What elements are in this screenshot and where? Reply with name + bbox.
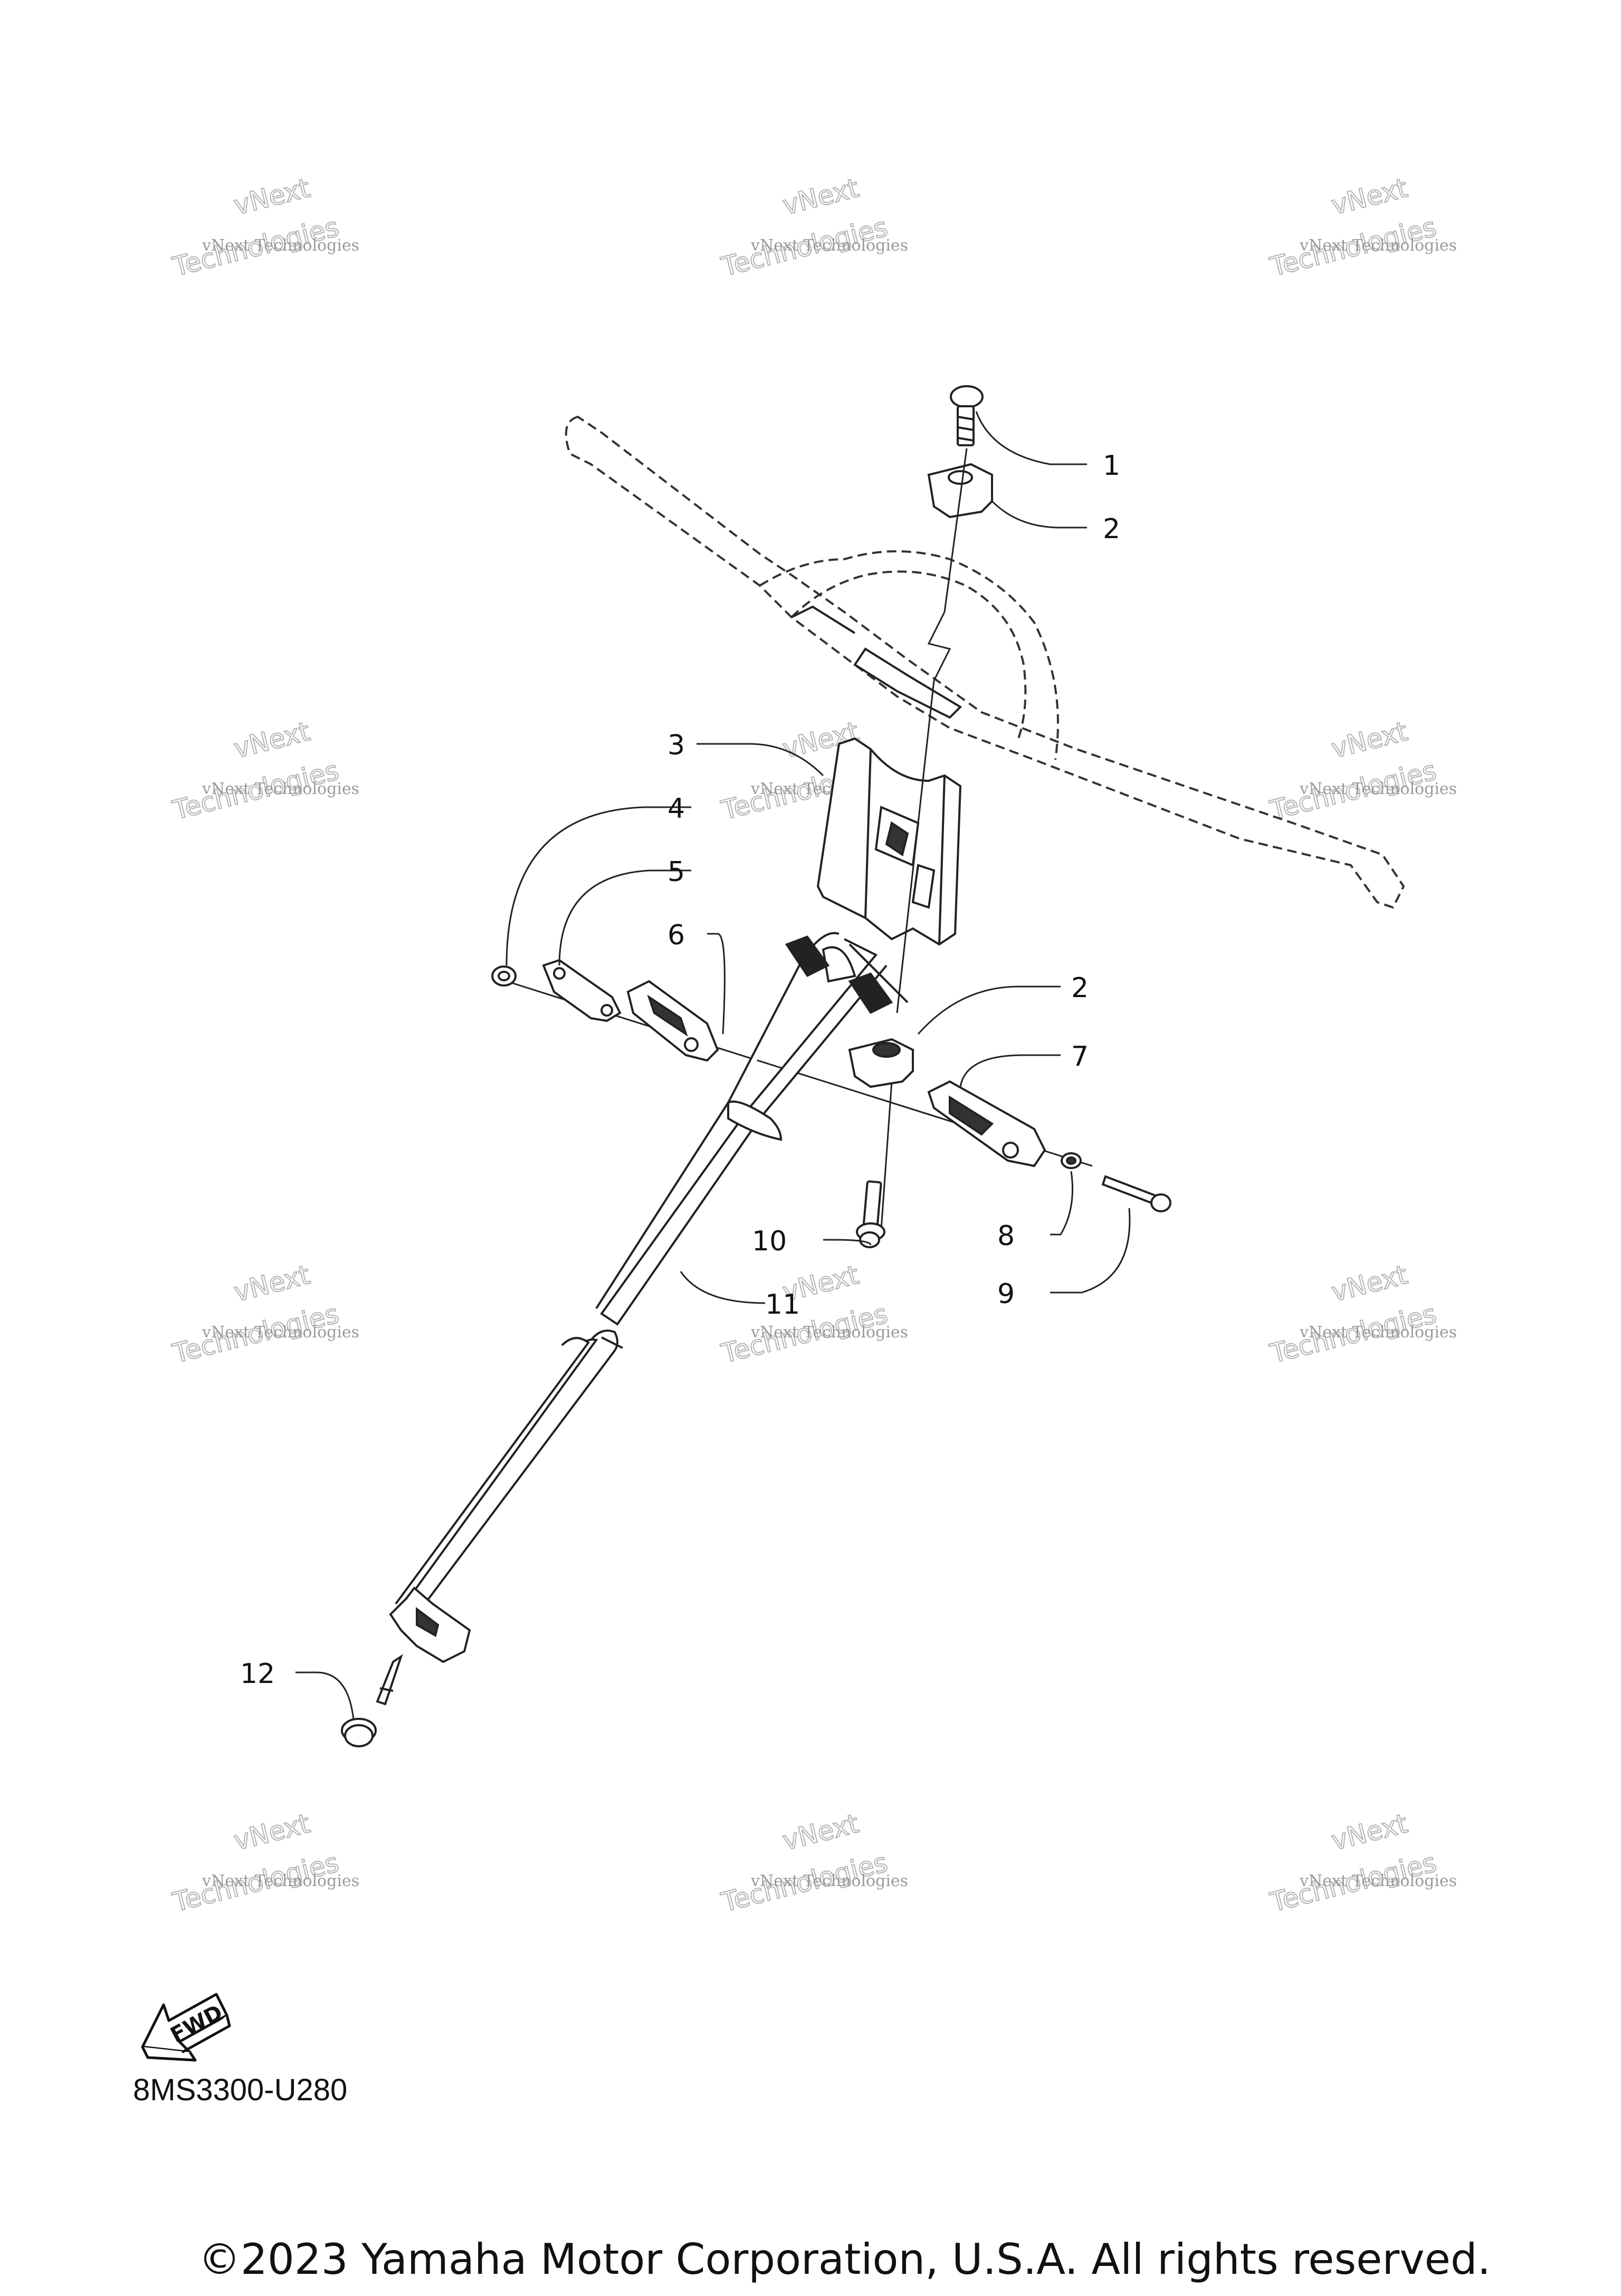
riser-block-item-3 [816, 737, 962, 946]
watermark-vnext-technologies: vNext Technologies [202, 1323, 359, 1342]
fwd-arrow-icon: FWD [141, 1993, 231, 2062]
callout-leaders [295, 411, 1131, 1720]
bolt-item-12 [341, 1654, 403, 1747]
watermark-vnext-technologies: vNext Technologies [750, 1323, 908, 1342]
callout-2-upper: 2 [1103, 513, 1120, 545]
watermark-vnext-technologies: vNext Technologies [750, 1872, 908, 1890]
watermark-vnext-technologies: vNext Technologies [202, 1872, 359, 1890]
watermark-vnext-technologies: vNext Technologies [1299, 236, 1457, 255]
steering-column-upper [595, 932, 909, 1326]
callout-11: 11 [765, 1289, 800, 1321]
watermark-vnext: vNext [1328, 716, 1410, 764]
watermark-vnext: vNext [231, 173, 313, 221]
watermark-vnext: vNext [1328, 173, 1410, 221]
watermark-vnext-technologies: vNext Technologies [202, 780, 359, 798]
watermark-vnext: vNext [779, 1808, 862, 1857]
callout-1: 1 [1103, 450, 1120, 482]
watermark-vnext-technologies: vNext Technologies [1299, 1323, 1457, 1342]
grip-left [785, 935, 830, 977]
nut-item-4 [491, 965, 517, 987]
watermark-vnext: vNext [231, 1259, 313, 1308]
watermark-vnext: vNext [1328, 1808, 1410, 1857]
watermark-vnext: vNext [1328, 1259, 1410, 1308]
handlebar-center-solid [791, 605, 962, 719]
watermark-vnext: vNext [779, 173, 862, 221]
callout-9: 9 [997, 1278, 1015, 1310]
callout-5: 5 [668, 856, 685, 888]
callout-3: 3 [668, 730, 685, 761]
bolt-item-9 [1101, 1175, 1171, 1212]
callout-8: 8 [997, 1220, 1015, 1252]
clamp-cap-lower [848, 1038, 914, 1088]
callout-6: 6 [668, 920, 685, 951]
copyright-notice: ©2023 Yamaha Motor Corporation, U.S.A. A… [198, 2235, 1491, 2284]
watermark-vnext: vNext [231, 716, 313, 764]
callout-12: 12 [240, 1658, 275, 1690]
washer-item-8 [1061, 1152, 1082, 1169]
grip-right [848, 972, 893, 1014]
watermark-vnext-technologies: vNext Technologies [1299, 1872, 1457, 1890]
watermark-vnext-technologies: vNext Technologies [1299, 780, 1457, 798]
bracket-item-7 [927, 1080, 1046, 1168]
callout-2-lower: 2 [1071, 972, 1089, 1004]
bolt-item-10 [856, 1180, 885, 1248]
watermark-vnext-technologies: vNext Technologies [750, 236, 908, 255]
callout-labels: 1 2 3 4 5 6 2 7 10 8 9 11 12 [240, 450, 1120, 1690]
clamp-item-6 [626, 980, 719, 1062]
callout-7: 7 [1071, 1041, 1089, 1073]
watermark-vnext: vNext [231, 1808, 313, 1857]
bracket-item-5 [542, 959, 622, 1022]
bolt-item-1 [950, 385, 984, 446]
callout-10: 10 [752, 1226, 787, 1257]
handlebar-outline [565, 415, 1405, 909]
drawing-code: 8MS3300-U280 [133, 2073, 348, 2107]
watermark-vnext-technologies: vNext Technologies [202, 236, 359, 255]
callout-4: 4 [668, 793, 685, 825]
steering-column-lower [389, 1329, 623, 1663]
